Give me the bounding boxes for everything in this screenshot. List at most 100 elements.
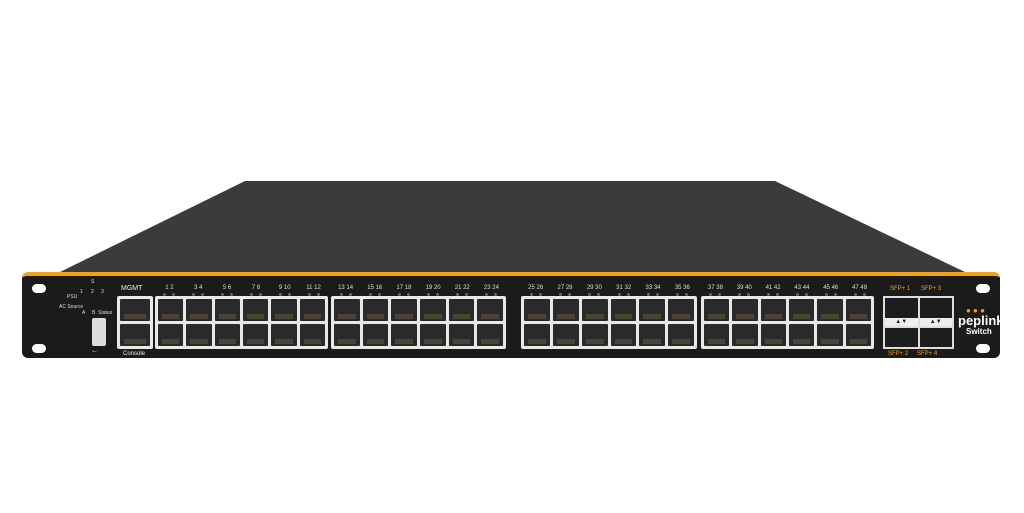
psu-label: PSU xyxy=(67,294,78,300)
port-led xyxy=(201,293,205,296)
ethernet-port-18[interactable] xyxy=(391,324,417,346)
ethernet-port-27[interactable] xyxy=(552,299,579,321)
ethernet-port-6[interactable] xyxy=(214,324,240,346)
ethernet-port-24[interactable] xyxy=(477,324,503,346)
ethernet-port-33[interactable] xyxy=(639,299,666,321)
ethernet-port-23[interactable] xyxy=(477,299,503,321)
port-led xyxy=(368,293,372,296)
ethernet-port-35[interactable] xyxy=(668,299,694,321)
port-number-label: 1 2 xyxy=(165,285,174,291)
ethernet-port-2[interactable] xyxy=(158,324,184,346)
sfp-label: SFP+ 1 xyxy=(890,286,911,292)
port-led xyxy=(278,293,282,296)
usb-port[interactable] xyxy=(92,318,106,346)
port-number-label: 17 18 xyxy=(396,285,412,291)
ethernet-port-12[interactable] xyxy=(299,324,325,346)
port-led xyxy=(853,293,857,296)
sfp-port-3[interactable]: ▲▼ xyxy=(919,298,952,326)
ethernet-port-47[interactable] xyxy=(845,299,871,321)
ethernet-port-9[interactable] xyxy=(271,299,297,321)
ethernet-port-40[interactable] xyxy=(732,324,758,346)
port-group xyxy=(701,296,874,349)
ethernet-port-17[interactable] xyxy=(391,299,417,321)
port-led xyxy=(339,293,343,296)
status-label: Status xyxy=(98,310,113,316)
sfp-port-4[interactable] xyxy=(919,327,952,347)
ethernet-port-11[interactable] xyxy=(299,299,325,321)
ethernet-port-32[interactable] xyxy=(610,324,637,346)
port-number-label: 7 8 xyxy=(251,285,261,291)
ethernet-port-45[interactable] xyxy=(817,299,843,321)
psu-num: 1 xyxy=(80,289,83,295)
mgmt-port[interactable] xyxy=(120,299,150,321)
ethernet-port-1[interactable] xyxy=(158,299,184,321)
reset-button[interactable]: S xyxy=(91,279,95,285)
console-port[interactable] xyxy=(120,324,150,346)
ethernet-port-10[interactable] xyxy=(271,324,297,346)
port-number-label: 5 6 xyxy=(222,285,232,291)
port-group xyxy=(331,296,506,349)
port-led xyxy=(192,293,196,296)
ac-source-label: AC Source xyxy=(59,304,84,310)
ethernet-port-38[interactable] xyxy=(704,324,730,346)
ethernet-port-44[interactable] xyxy=(789,324,815,346)
port-led xyxy=(676,293,680,296)
ethernet-port-43[interactable] xyxy=(789,299,815,321)
ac-a-label: A xyxy=(82,310,86,316)
ethernet-port-48[interactable] xyxy=(845,324,871,346)
port-led xyxy=(738,293,742,296)
sfp-port-1[interactable]: ▲▼ xyxy=(885,298,918,326)
port-led xyxy=(804,293,808,296)
ethernet-port-39[interactable] xyxy=(732,299,758,321)
peplink-logo: ● ● ● peplink Switch xyxy=(958,306,1004,336)
port-led xyxy=(538,293,542,296)
ethernet-port-22[interactable] xyxy=(448,324,475,346)
mgmt-console-ports xyxy=(117,296,153,349)
ethernet-port-20[interactable] xyxy=(419,324,446,346)
ethernet-port-42[interactable] xyxy=(760,324,786,346)
ethernet-port-16[interactable] xyxy=(362,324,389,346)
ethernet-port-46[interactable] xyxy=(817,324,843,346)
port-led xyxy=(258,293,262,296)
ethernet-port-4[interactable] xyxy=(186,324,212,346)
port-led xyxy=(776,293,780,296)
port-led xyxy=(494,293,498,296)
port-number-label: 13 14 xyxy=(338,285,354,291)
ethernet-port-41[interactable] xyxy=(760,299,786,321)
arrow-icon: ▲▼ xyxy=(885,317,918,326)
ethernet-port-3[interactable] xyxy=(186,299,212,321)
sfp-label: SFP+ 3 xyxy=(921,286,942,292)
ethernet-port-14[interactable] xyxy=(334,324,360,346)
ethernet-port-34[interactable] xyxy=(639,324,666,346)
port-led xyxy=(456,293,460,296)
ethernet-port-21[interactable] xyxy=(448,299,475,321)
sfp-port-2[interactable] xyxy=(885,327,918,347)
port-number-label: 15 16 xyxy=(367,285,383,291)
ethernet-port-5[interactable] xyxy=(214,299,240,321)
ethernet-port-13[interactable] xyxy=(334,299,360,321)
ethernet-port-31[interactable] xyxy=(610,299,637,321)
ethernet-port-19[interactable] xyxy=(419,299,446,321)
ethernet-port-30[interactable] xyxy=(581,324,608,346)
port-led xyxy=(559,293,562,296)
ethernet-port-37[interactable] xyxy=(704,299,730,321)
port-led xyxy=(568,293,571,296)
port-led xyxy=(862,293,866,296)
ethernet-port-28[interactable] xyxy=(552,324,579,346)
port-led xyxy=(221,293,225,296)
ethernet-port-15[interactable] xyxy=(362,299,389,321)
port-led xyxy=(377,293,381,296)
ethernet-port-26[interactable] xyxy=(524,324,550,346)
ethernet-port-7[interactable] xyxy=(243,299,269,321)
front-panel: S PSU 1 2 3 AC Source A B Status ⭠ MGMT … xyxy=(22,272,1004,358)
ethernet-port-29[interactable] xyxy=(581,299,608,321)
port-number-label: 37 38 xyxy=(707,285,723,291)
port-number-label: 11 12 xyxy=(306,285,321,291)
port-led xyxy=(397,293,401,296)
ethernet-port-36[interactable] xyxy=(668,324,694,346)
port-number-label: 39 40 xyxy=(736,285,752,291)
ethernet-port-8[interactable] xyxy=(243,324,269,346)
port-led xyxy=(747,293,751,296)
ethernet-port-25[interactable] xyxy=(524,299,550,321)
